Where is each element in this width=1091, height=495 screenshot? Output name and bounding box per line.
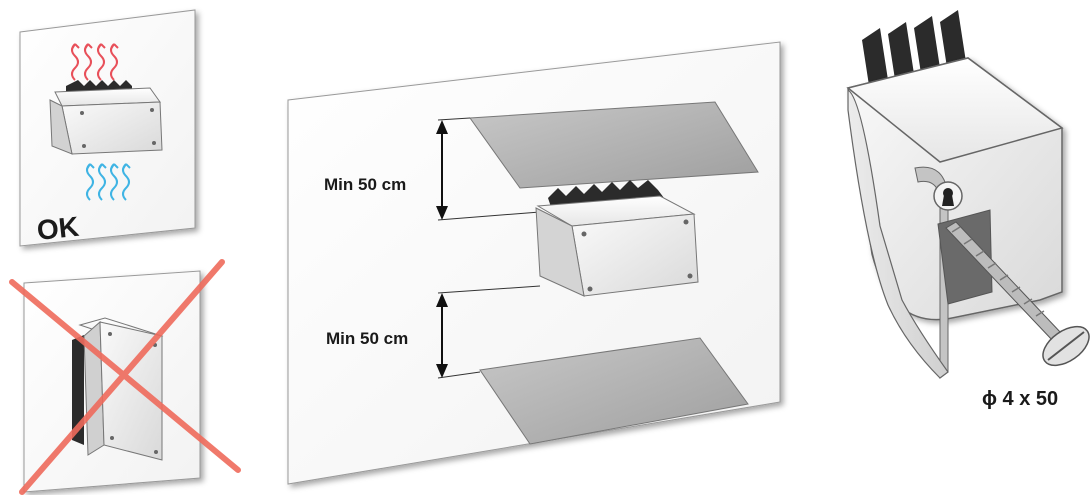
cross-icon [9,259,241,495]
panel-ok: OK [19,9,196,247]
top-dimension-arrow [436,120,448,220]
screw-icon [945,221,1090,367]
enclosure-center [535,180,699,297]
top-clearance-label: Min 50 cm [324,175,406,194]
ok-label: OK [35,211,80,246]
screw-size-label: ϕ 4 x 50 [982,388,1058,410]
bottom-clearance-label: Min 50 cm [326,329,408,348]
cold-air-icon [86,163,131,201]
panel-mount: ϕ 4 x 50 [846,10,1090,410]
keyhole-icon [933,181,963,211]
bottom-dimension-arrow [436,293,448,378]
hot-air-icon [71,43,119,81]
bottom-shelf [479,337,749,445]
top-shelf [469,101,759,189]
panel-clearance: Min 50 cm Min 50 cm [287,41,781,485]
panel-wrong [9,259,241,495]
enclosure-ok [49,80,163,155]
reference-lines [437,117,541,379]
